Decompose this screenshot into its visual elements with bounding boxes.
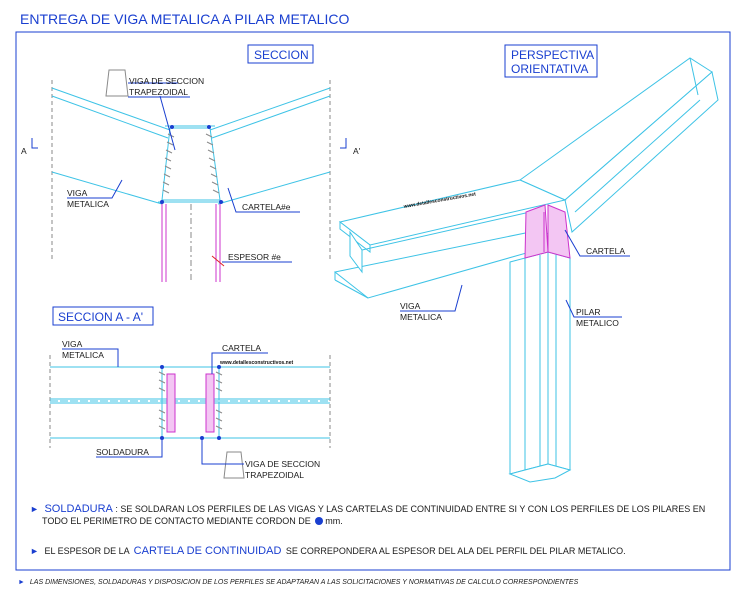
weld-dot-4 xyxy=(219,200,223,204)
note-bullet-1: ► xyxy=(30,504,39,514)
inclined-beam-inner xyxy=(574,99,701,213)
cut-label-left: A xyxy=(21,146,27,156)
trapezoid-leader-drop xyxy=(159,95,176,151)
aa-weld-dot-4 xyxy=(217,436,221,440)
weld-hatch-left xyxy=(162,133,175,194)
perspectiva-cartela xyxy=(524,204,549,259)
seccion-viga-trapezoidal-label-1: VIGA DE SECCION xyxy=(129,76,204,86)
seccion-espesor-label: ESPESOR #e xyxy=(228,252,281,262)
espesor-tick xyxy=(211,255,225,267)
notes: ► SOLDADURA : SE SOLDARAN LOS PERFILES D… xyxy=(18,503,705,586)
weld-symbol-icon xyxy=(315,517,323,525)
aa-weld-dot-3 xyxy=(160,436,164,440)
right-beam-top xyxy=(209,87,331,131)
aa-weld-dot-1 xyxy=(160,365,164,369)
note-espesor: ► EL ESPESOR DE LA CARTELA DE CONTINUIDA… xyxy=(30,545,626,557)
column-web xyxy=(524,251,549,471)
seccion-cartela-label: CARTELA#e xyxy=(242,202,291,212)
note-soldadura-text-2: TODO EL PERIMETRO DE CONTACTO MEDIANTE C… xyxy=(42,516,311,526)
column-base xyxy=(508,463,572,483)
perspectiva-viga-label-1: VIGA xyxy=(400,301,421,311)
aa-soldadura-leader xyxy=(96,440,163,458)
footer-bullet: ► xyxy=(18,579,25,586)
note-espesor-text-1: EL ESPESOR DE LA xyxy=(44,546,129,556)
perspectiva-cartela-label: CARTELA xyxy=(586,246,625,256)
aa-viga-trapezoidal-label-1: VIGA DE SECCION xyxy=(245,459,320,469)
drawing-title: ENTREGA DE VIGA METALICA A PILAR METALIC… xyxy=(20,11,349,27)
seccion-view: SECCION VIGA DE SECCION TRA xyxy=(21,44,361,282)
weld-dot-2 xyxy=(207,125,211,129)
weld-hatch-right xyxy=(205,133,220,194)
seccion-title-box xyxy=(247,44,314,64)
seccion-title: SECCION xyxy=(254,48,309,62)
note-soldadura-text-3: mm. xyxy=(325,516,343,526)
column-flange-right xyxy=(547,251,571,471)
horizontal-beam-web-top xyxy=(361,211,531,251)
left-beam-top-inner xyxy=(51,95,169,139)
left-beam-top xyxy=(51,87,171,131)
perspectiva-cartela-leader xyxy=(564,229,630,257)
cut-label-right: A' xyxy=(353,146,361,156)
perspectiva-pilar-label-2: METALICO xyxy=(576,318,619,328)
aa-weld-left xyxy=(158,371,166,430)
perspectiva-pilar-leader xyxy=(565,299,622,318)
weld-dot-1 xyxy=(170,125,174,129)
seccion-cartela-leader xyxy=(227,187,300,213)
note-soldadura-line2: TODO EL PERIMETRO DE CONTACTO MEDIANTE C… xyxy=(42,516,343,526)
aa-watermark: www.detallesconstructivos.net xyxy=(219,360,294,366)
note-soldadura-line1: ► SOLDADURA : SE SOLDARAN LOS PERFILES D… xyxy=(30,503,705,515)
note-espesor-heading: CARTELA DE CONTINUIDAD xyxy=(134,545,282,557)
footer-note: ► LAS DIMENSIONES, SOLDADURAS Y DISPOSIC… xyxy=(18,579,579,586)
seccion-aa-view: SECCION A - A' VIGA METALICA CARTELA www… xyxy=(49,306,331,480)
right-beam-bottom xyxy=(217,171,331,205)
seccion-aa-title: SECCION A - A' xyxy=(58,310,143,324)
horizontal-beam-end-web xyxy=(349,230,363,274)
horizontal-beam-bot-edge2 xyxy=(334,279,369,299)
aa-trapezoid-leader xyxy=(201,440,244,465)
note-soldadura-heading: SOLDADURA xyxy=(44,503,113,515)
cut-marker-left xyxy=(31,138,38,149)
aa-cartela-left xyxy=(166,373,176,433)
perspectiva-pilar-label-1: PILAR xyxy=(576,307,601,317)
footer-text: LAS DIMENSIONES, SOLDADURAS Y DISPOSICIO… xyxy=(30,579,579,586)
left-beam-bottom xyxy=(51,171,163,205)
note-soldadura-text-1: : SE SOLDARAN LOS PERFILES DE LAS VIGAS … xyxy=(115,504,705,514)
aa-weld-dot-5 xyxy=(200,436,204,440)
aa-viga-label-1: VIGA xyxy=(62,339,83,349)
perspectiva-viga-leader xyxy=(400,284,463,312)
aa-cartela-leader xyxy=(211,352,268,374)
weld-dot-3 xyxy=(160,200,164,204)
aa-cartela-label: CARTELA xyxy=(222,343,261,353)
aa-trapezoid-icon xyxy=(223,451,245,479)
column-flange-left xyxy=(509,257,526,475)
aa-weld-right xyxy=(215,371,223,430)
seccion-aa-title-box xyxy=(52,306,154,326)
trapezoid-section xyxy=(161,127,221,201)
cut-marker-right xyxy=(340,138,347,149)
aa-viga-label-2: METALICA xyxy=(62,350,104,360)
inclined-beam-flange-edge xyxy=(689,57,699,96)
aa-soldadura-label: SOLDADURA xyxy=(96,447,149,457)
aa-viga-trapezoidal-label-2: TRAPEZOIDAL xyxy=(245,470,304,480)
seccion-viga-label-1: VIGA xyxy=(67,188,88,198)
perspectiva-viga-label-2: METALICA xyxy=(400,312,442,322)
aa-weld-dot-2 xyxy=(217,365,221,369)
horizontal-beam-front xyxy=(339,220,371,254)
perspectiva-view: PERSPECTIVA ORIENTATIVA www.detallescons… xyxy=(333,44,719,483)
perspectiva-title-1: PERSPECTIVA xyxy=(511,48,594,62)
seccion-viga-label-2: METALICA xyxy=(67,199,109,209)
seccion-viga-trapezoidal-label-2: TRAPEZOIDAL xyxy=(129,87,188,97)
perspectiva-title-box xyxy=(504,44,598,78)
note-bullet-2: ► xyxy=(30,546,39,556)
note-espesor-text-2: SE CORREPONDERA AL ESPESOR DEL ALA DEL P… xyxy=(286,546,626,556)
trapezoid-icon xyxy=(105,69,129,97)
aa-cartela-right xyxy=(205,373,215,433)
drawing-frame xyxy=(15,31,731,571)
perspectiva-title-2: ORIENTATIVA xyxy=(511,62,588,76)
right-beam-top-inner xyxy=(211,95,331,139)
seccion-viga-leader xyxy=(67,179,123,199)
aa-viga-leader xyxy=(62,348,119,367)
perspectiva-cartela-2 xyxy=(547,204,571,259)
